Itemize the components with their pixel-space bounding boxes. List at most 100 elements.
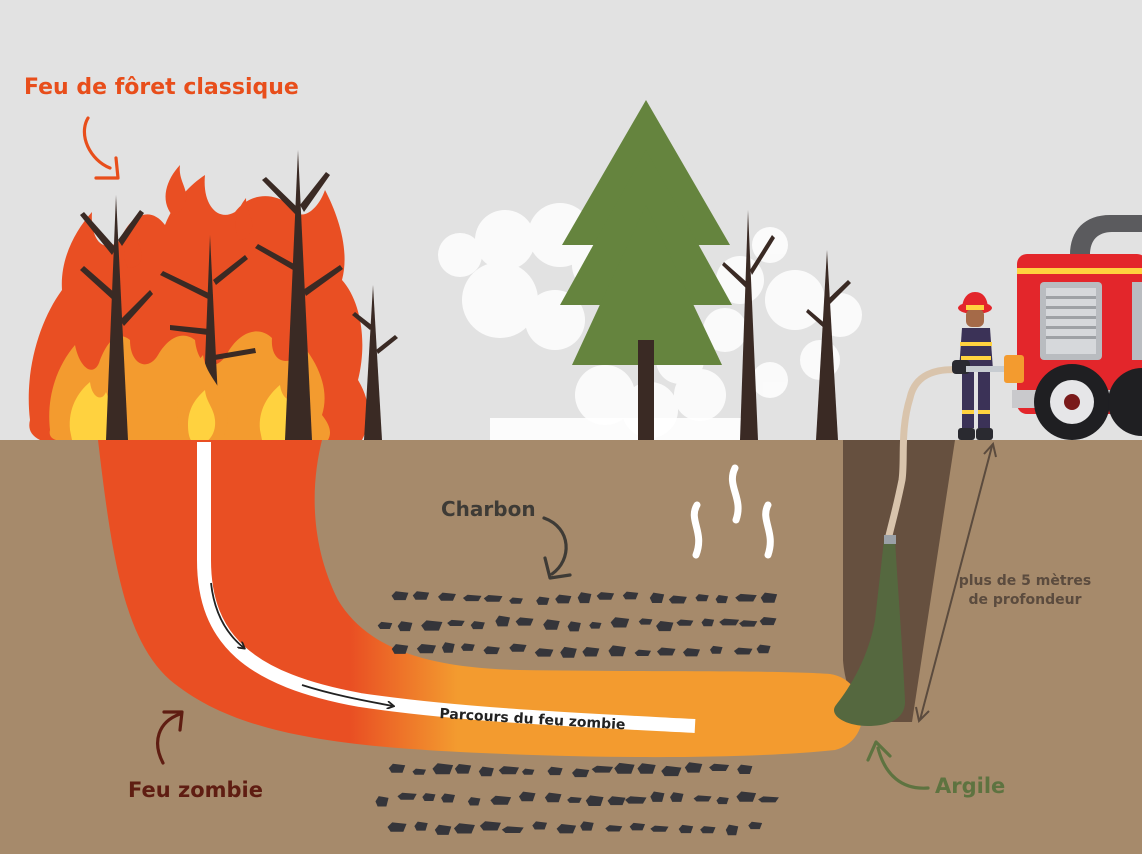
coal-piece — [756, 644, 771, 654]
coal-piece — [536, 596, 550, 605]
coal-piece — [605, 825, 623, 832]
arrow-zombie-fire — [156, 712, 182, 765]
coal-piece — [483, 646, 500, 655]
coal-piece — [532, 821, 548, 830]
coal-piece — [460, 643, 475, 651]
coal-piece — [715, 595, 729, 604]
coal-piece — [596, 592, 615, 600]
coal-piece — [625, 796, 647, 804]
steam — [690, 464, 774, 559]
label-argile: Argile — [935, 774, 1006, 798]
coal-piece — [479, 821, 501, 831]
label-zombie-fire: Feu zombie — [128, 778, 264, 802]
coal-piece — [547, 766, 563, 776]
coal-piece — [678, 824, 694, 834]
hose-nozzle — [884, 535, 896, 544]
coal-piece — [391, 591, 409, 601]
smoke-ground — [490, 418, 750, 440]
coal-piece — [725, 824, 739, 836]
coal-piece — [490, 795, 512, 805]
coal-piece — [543, 619, 560, 630]
coal-piece — [509, 643, 527, 652]
coal-piece — [412, 768, 427, 775]
coal-piece — [656, 620, 674, 632]
coal-piece — [637, 763, 656, 774]
coal-piece — [634, 649, 652, 657]
coal-piece — [462, 594, 482, 602]
coal-piece — [567, 621, 581, 632]
coal-piece — [614, 762, 635, 774]
coal-piece — [737, 764, 753, 775]
coal-piece — [709, 763, 730, 771]
coal-piece — [589, 621, 602, 629]
coal-piece — [735, 593, 757, 602]
label-classic-fire: Feu de fôret classique — [24, 75, 299, 100]
coal-piece — [736, 791, 757, 802]
coal-piece — [622, 591, 639, 600]
coal-layer-top — [377, 591, 778, 658]
coal-piece — [650, 825, 669, 832]
coal-piece — [501, 826, 524, 834]
coal-piece — [555, 594, 572, 604]
coal-piece — [438, 592, 456, 601]
coal-piece — [556, 824, 577, 834]
coal-piece — [758, 796, 779, 803]
coal-piece — [483, 594, 503, 602]
coal-piece — [441, 642, 455, 653]
coal-piece — [412, 591, 430, 600]
path-arrow-1 — [210, 582, 244, 648]
firefighter — [952, 292, 1024, 440]
coal-piece — [670, 792, 684, 802]
label-charbon: Charbon — [441, 497, 536, 521]
coal-piece — [567, 796, 582, 803]
coal-piece — [391, 644, 409, 654]
coal-piece — [388, 763, 406, 773]
coal-piece — [716, 796, 729, 805]
coal-piece — [638, 618, 653, 625]
coal-piece — [591, 765, 614, 773]
fire-truck — [1012, 215, 1142, 440]
coal-piece — [695, 594, 709, 602]
coal-piece — [416, 644, 437, 654]
coal-piece — [656, 647, 676, 656]
coal-piece — [661, 765, 682, 777]
coal-piece — [582, 646, 600, 657]
coal-piece — [580, 821, 594, 831]
coal-piece — [560, 646, 577, 658]
clay-plug — [833, 540, 906, 726]
coal-piece — [422, 793, 436, 801]
coal-piece — [518, 791, 536, 802]
coal-piece — [544, 792, 562, 803]
coal-piece — [701, 618, 715, 627]
coal-piece — [684, 762, 703, 773]
path-arrow-2 — [301, 684, 393, 706]
coal-piece — [454, 763, 472, 774]
coal-piece — [434, 824, 452, 835]
coal-piece — [585, 795, 604, 807]
coal-piece — [447, 619, 465, 627]
fire-hose — [884, 366, 964, 544]
coal-piece — [733, 647, 753, 655]
coal-piece — [693, 795, 712, 802]
arrow-argile — [876, 746, 930, 790]
coal-piece — [397, 792, 417, 800]
outlet-flame — [177, 355, 228, 442]
coal-piece — [377, 621, 393, 630]
coal-piece — [572, 768, 590, 778]
coal-piece — [509, 597, 523, 604]
coal-piece — [710, 645, 723, 654]
coal-piece — [397, 621, 413, 632]
coal-piece — [700, 826, 716, 834]
coal-layer-bottom — [375, 762, 779, 836]
coal-piece — [608, 645, 626, 657]
coal-piece — [739, 620, 758, 627]
coal-piece — [498, 766, 519, 775]
coal-piece — [759, 617, 777, 626]
coal-piece — [421, 620, 443, 631]
coal-piece — [414, 821, 428, 831]
coal-piece — [649, 592, 665, 604]
coal-piece — [610, 617, 630, 628]
arrow-charbon — [542, 516, 568, 576]
